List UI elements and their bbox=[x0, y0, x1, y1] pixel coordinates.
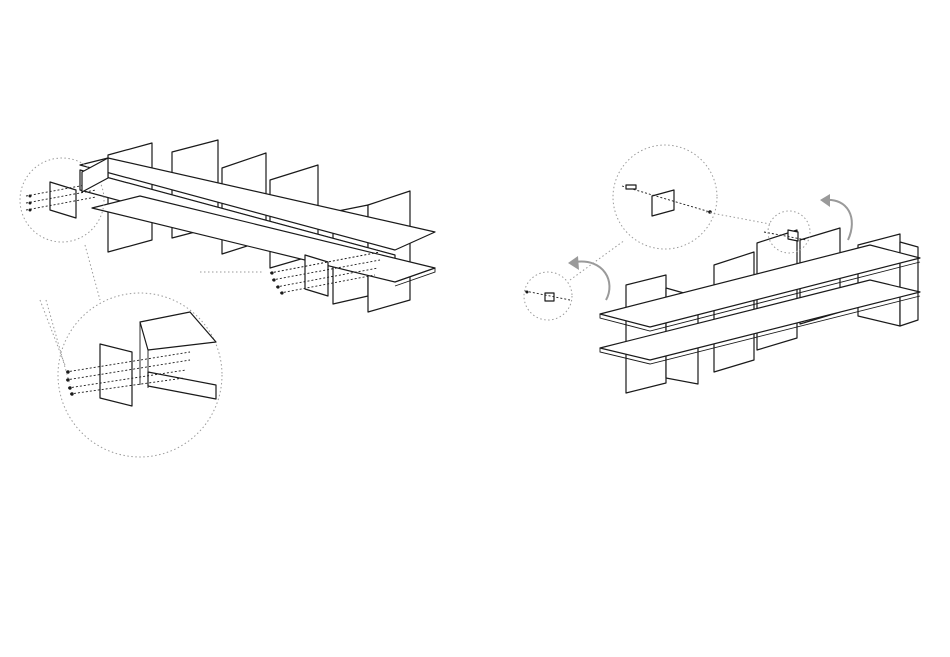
callout-detail-large bbox=[58, 293, 222, 457]
step-a-assembly bbox=[80, 140, 435, 312]
callout-bracket-small bbox=[524, 240, 625, 320]
callout-detail-top bbox=[20, 158, 108, 242]
step-b-assembly bbox=[600, 228, 920, 393]
fascia-plate bbox=[305, 255, 328, 296]
rotate-arrow-left bbox=[568, 256, 609, 300]
